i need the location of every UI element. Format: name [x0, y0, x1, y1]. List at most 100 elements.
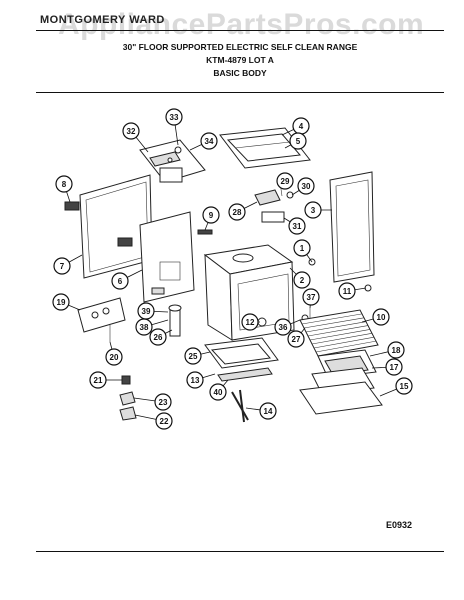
callout-20: 20 — [105, 348, 123, 366]
callout-31: 31 — [288, 217, 306, 235]
callout-23: 23 — [154, 393, 172, 411]
clip-parts — [119, 375, 137, 421]
svg-text:8: 8 — [62, 180, 67, 189]
callout-38: 38 — [135, 318, 153, 336]
svg-text:36: 36 — [279, 323, 288, 332]
svg-text:15: 15 — [400, 382, 409, 391]
callout-32: 32 — [122, 122, 140, 140]
side-panel-right — [329, 171, 375, 283]
svg-text:26: 26 — [154, 333, 163, 342]
callout-18: 18 — [387, 341, 405, 359]
svg-text:18: 18 — [392, 346, 401, 355]
callout-17: 17 — [385, 358, 403, 376]
svg-text:12: 12 — [246, 318, 255, 327]
svg-text:19: 19 — [57, 298, 66, 307]
small-bracket — [64, 201, 80, 211]
callout-25: 25 — [184, 347, 202, 365]
top-panel-parts — [219, 127, 311, 169]
callout-10: 10 — [372, 308, 390, 326]
bracket-assembly — [139, 139, 206, 183]
svg-text:23: 23 — [159, 398, 168, 407]
svg-text:17: 17 — [390, 363, 399, 372]
callout-28: 28 — [228, 203, 246, 221]
callout-30: 30 — [297, 177, 315, 195]
callout-14: 14 — [259, 402, 277, 420]
rack-wire — [305, 321, 367, 333]
header-rule — [36, 92, 444, 93]
svg-text:5: 5 — [296, 137, 301, 146]
svg-text:13: 13 — [191, 376, 200, 385]
rack-wire — [315, 340, 377, 353]
callout-3: 3 — [304, 201, 322, 219]
rack-wire — [301, 313, 363, 325]
callout-13: 13 — [186, 371, 204, 389]
svg-text:32: 32 — [127, 127, 136, 136]
svg-text:39: 39 — [142, 307, 151, 316]
top-rule — [36, 30, 444, 31]
callout-1: 1 — [293, 239, 311, 257]
watermark-text: AppliancePartsPros.com — [58, 8, 425, 41]
svg-text:20: 20 — [110, 353, 119, 362]
control-parts — [77, 297, 126, 342]
bottom-rule — [36, 551, 444, 552]
svg-text:25: 25 — [189, 352, 198, 361]
drawer-panel — [299, 381, 383, 415]
callout-37: 37 — [302, 288, 320, 306]
callout-22: 22 — [155, 412, 173, 430]
svg-text:27: 27 — [292, 335, 301, 344]
svg-text:38: 38 — [140, 323, 149, 332]
title-line-1: 30" FLOOR SUPPORTED ELECTRIC SELF CLEAN … — [122, 42, 358, 52]
rack-wire — [307, 325, 369, 337]
callout-15: 15 — [395, 377, 413, 395]
svg-text:11: 11 — [343, 287, 352, 296]
title-line-3: BASIC BODY — [213, 68, 267, 78]
svg-text:3: 3 — [311, 206, 316, 215]
svg-text:9: 9 — [209, 211, 214, 220]
callout-5: 5 — [289, 132, 307, 150]
rack-wire — [309, 329, 371, 341]
strip — [197, 229, 213, 235]
callout-12: 12 — [241, 313, 259, 331]
svg-text:4: 4 — [299, 122, 304, 131]
brand-label: MONTGOMERY WARD — [40, 14, 165, 26]
svg-text:6: 6 — [118, 277, 123, 286]
svg-text:33: 33 — [170, 113, 179, 122]
callout-36: 36 — [274, 318, 292, 336]
svg-text:22: 22 — [160, 417, 169, 426]
drawing-id: E0932 — [386, 520, 413, 530]
storage-drawer — [204, 337, 279, 382]
callout-7: 7 — [53, 257, 71, 275]
rack-wire — [303, 317, 365, 329]
svg-text:14: 14 — [264, 407, 273, 416]
callout-11: 11 — [338, 282, 356, 300]
callout-4: 4 — [292, 117, 310, 135]
callout-34: 34 — [200, 132, 218, 150]
rack-wire — [313, 336, 375, 349]
svg-text:37: 37 — [307, 293, 316, 302]
svg-text:34: 34 — [205, 137, 214, 146]
svg-text:31: 31 — [293, 222, 302, 231]
callout-19: 19 — [52, 293, 70, 311]
svg-text:21: 21 — [94, 376, 103, 385]
callout-9: 9 — [202, 206, 220, 224]
svg-text:28: 28 — [233, 208, 242, 217]
callout-26: 26 — [149, 328, 167, 346]
callout-21: 21 — [89, 371, 107, 389]
title-block: 30" FLOOR SUPPORTED ELECTRIC SELF CLEAN … — [36, 41, 444, 80]
oven-rack — [299, 309, 379, 357]
svg-text:29: 29 — [281, 177, 290, 186]
callout-33: 33 — [165, 108, 183, 126]
drawer-handle — [231, 389, 249, 423]
back-panel-left — [79, 174, 153, 279]
callout-2: 2 — [293, 271, 311, 289]
callout-39: 39 — [137, 302, 155, 320]
svg-text:1: 1 — [300, 244, 305, 253]
callout-8: 8 — [55, 175, 73, 193]
title-line-2: KTM-4879 LOT A — [206, 55, 274, 65]
svg-text:2: 2 — [300, 276, 305, 285]
svg-text:30: 30 — [302, 182, 311, 191]
callout-6: 6 — [111, 272, 129, 290]
svg-text:40: 40 — [214, 388, 223, 397]
callout-29: 29 — [276, 172, 294, 190]
